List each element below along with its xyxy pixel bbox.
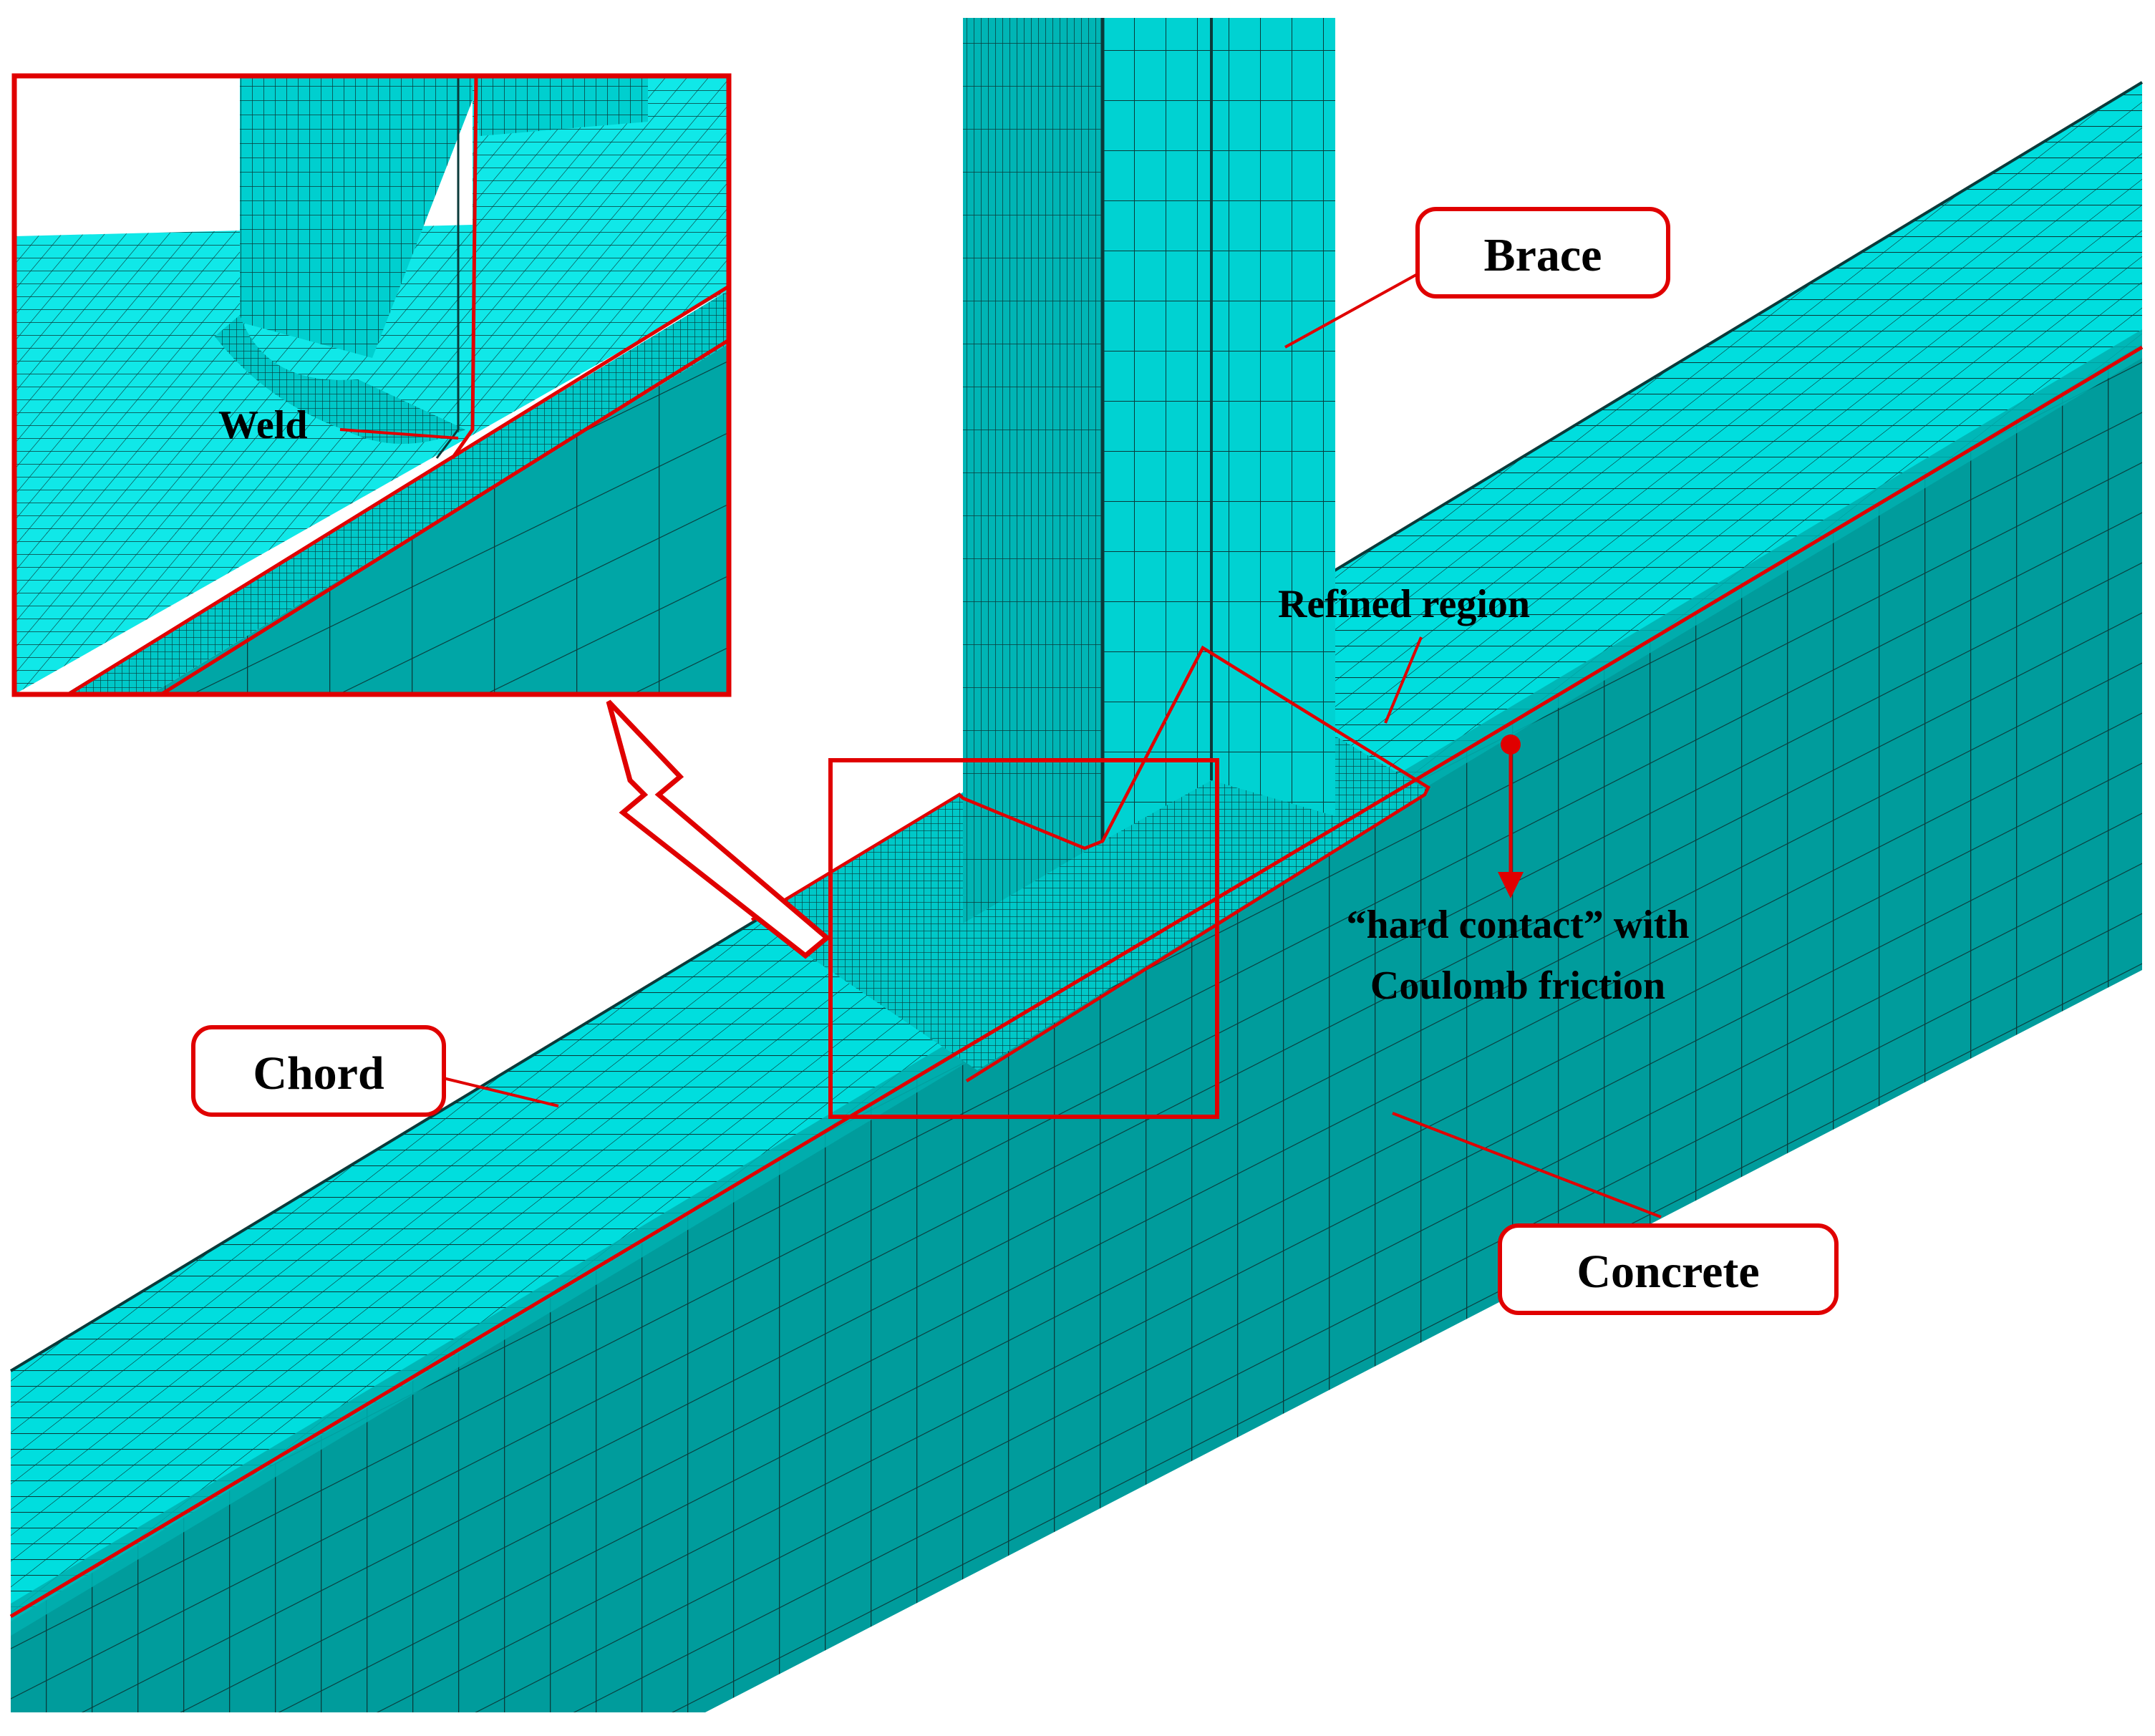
concrete-label-box: Concrete [1498, 1223, 1839, 1315]
brace-front-face [963, 18, 1103, 923]
weld-label: Weld [218, 403, 307, 447]
contact-arrow-head [1498, 872, 1524, 898]
contact-label-line1: “hard contact” with [1346, 903, 1689, 947]
refined-region-label: Refined region [1278, 582, 1530, 626]
refined-leader [1384, 636, 1423, 724]
concrete-label: Concrete [1577, 1246, 1759, 1298]
contact-interface-line [9, 345, 2144, 1619]
weld-zoom-inset [14, 76, 729, 694]
brace-label-box: Brace [1415, 207, 1670, 299]
brace-corner [1103, 18, 1211, 841]
brace-label: Brace [1484, 229, 1602, 281]
refined-region-outline [750, 645, 1430, 1082]
inset-annotations [67, 75, 730, 697]
zoom-box [828, 758, 1219, 1119]
chord-label: Chord [253, 1047, 384, 1100]
zoom-arrow [606, 699, 831, 959]
brace-mesh [931, 18, 1335, 1034]
inset-frame [11, 73, 732, 697]
contact-label-line2: Coulomb friction [1370, 964, 1665, 1008]
chord-leader [440, 1076, 559, 1107]
brace-leader [1284, 271, 1422, 349]
concrete-side-face [11, 344, 2142, 1712]
concrete-leader [1392, 1112, 1662, 1218]
brace-side-face [1211, 18, 1335, 816]
chord-label-box: Chord [191, 1025, 446, 1117]
